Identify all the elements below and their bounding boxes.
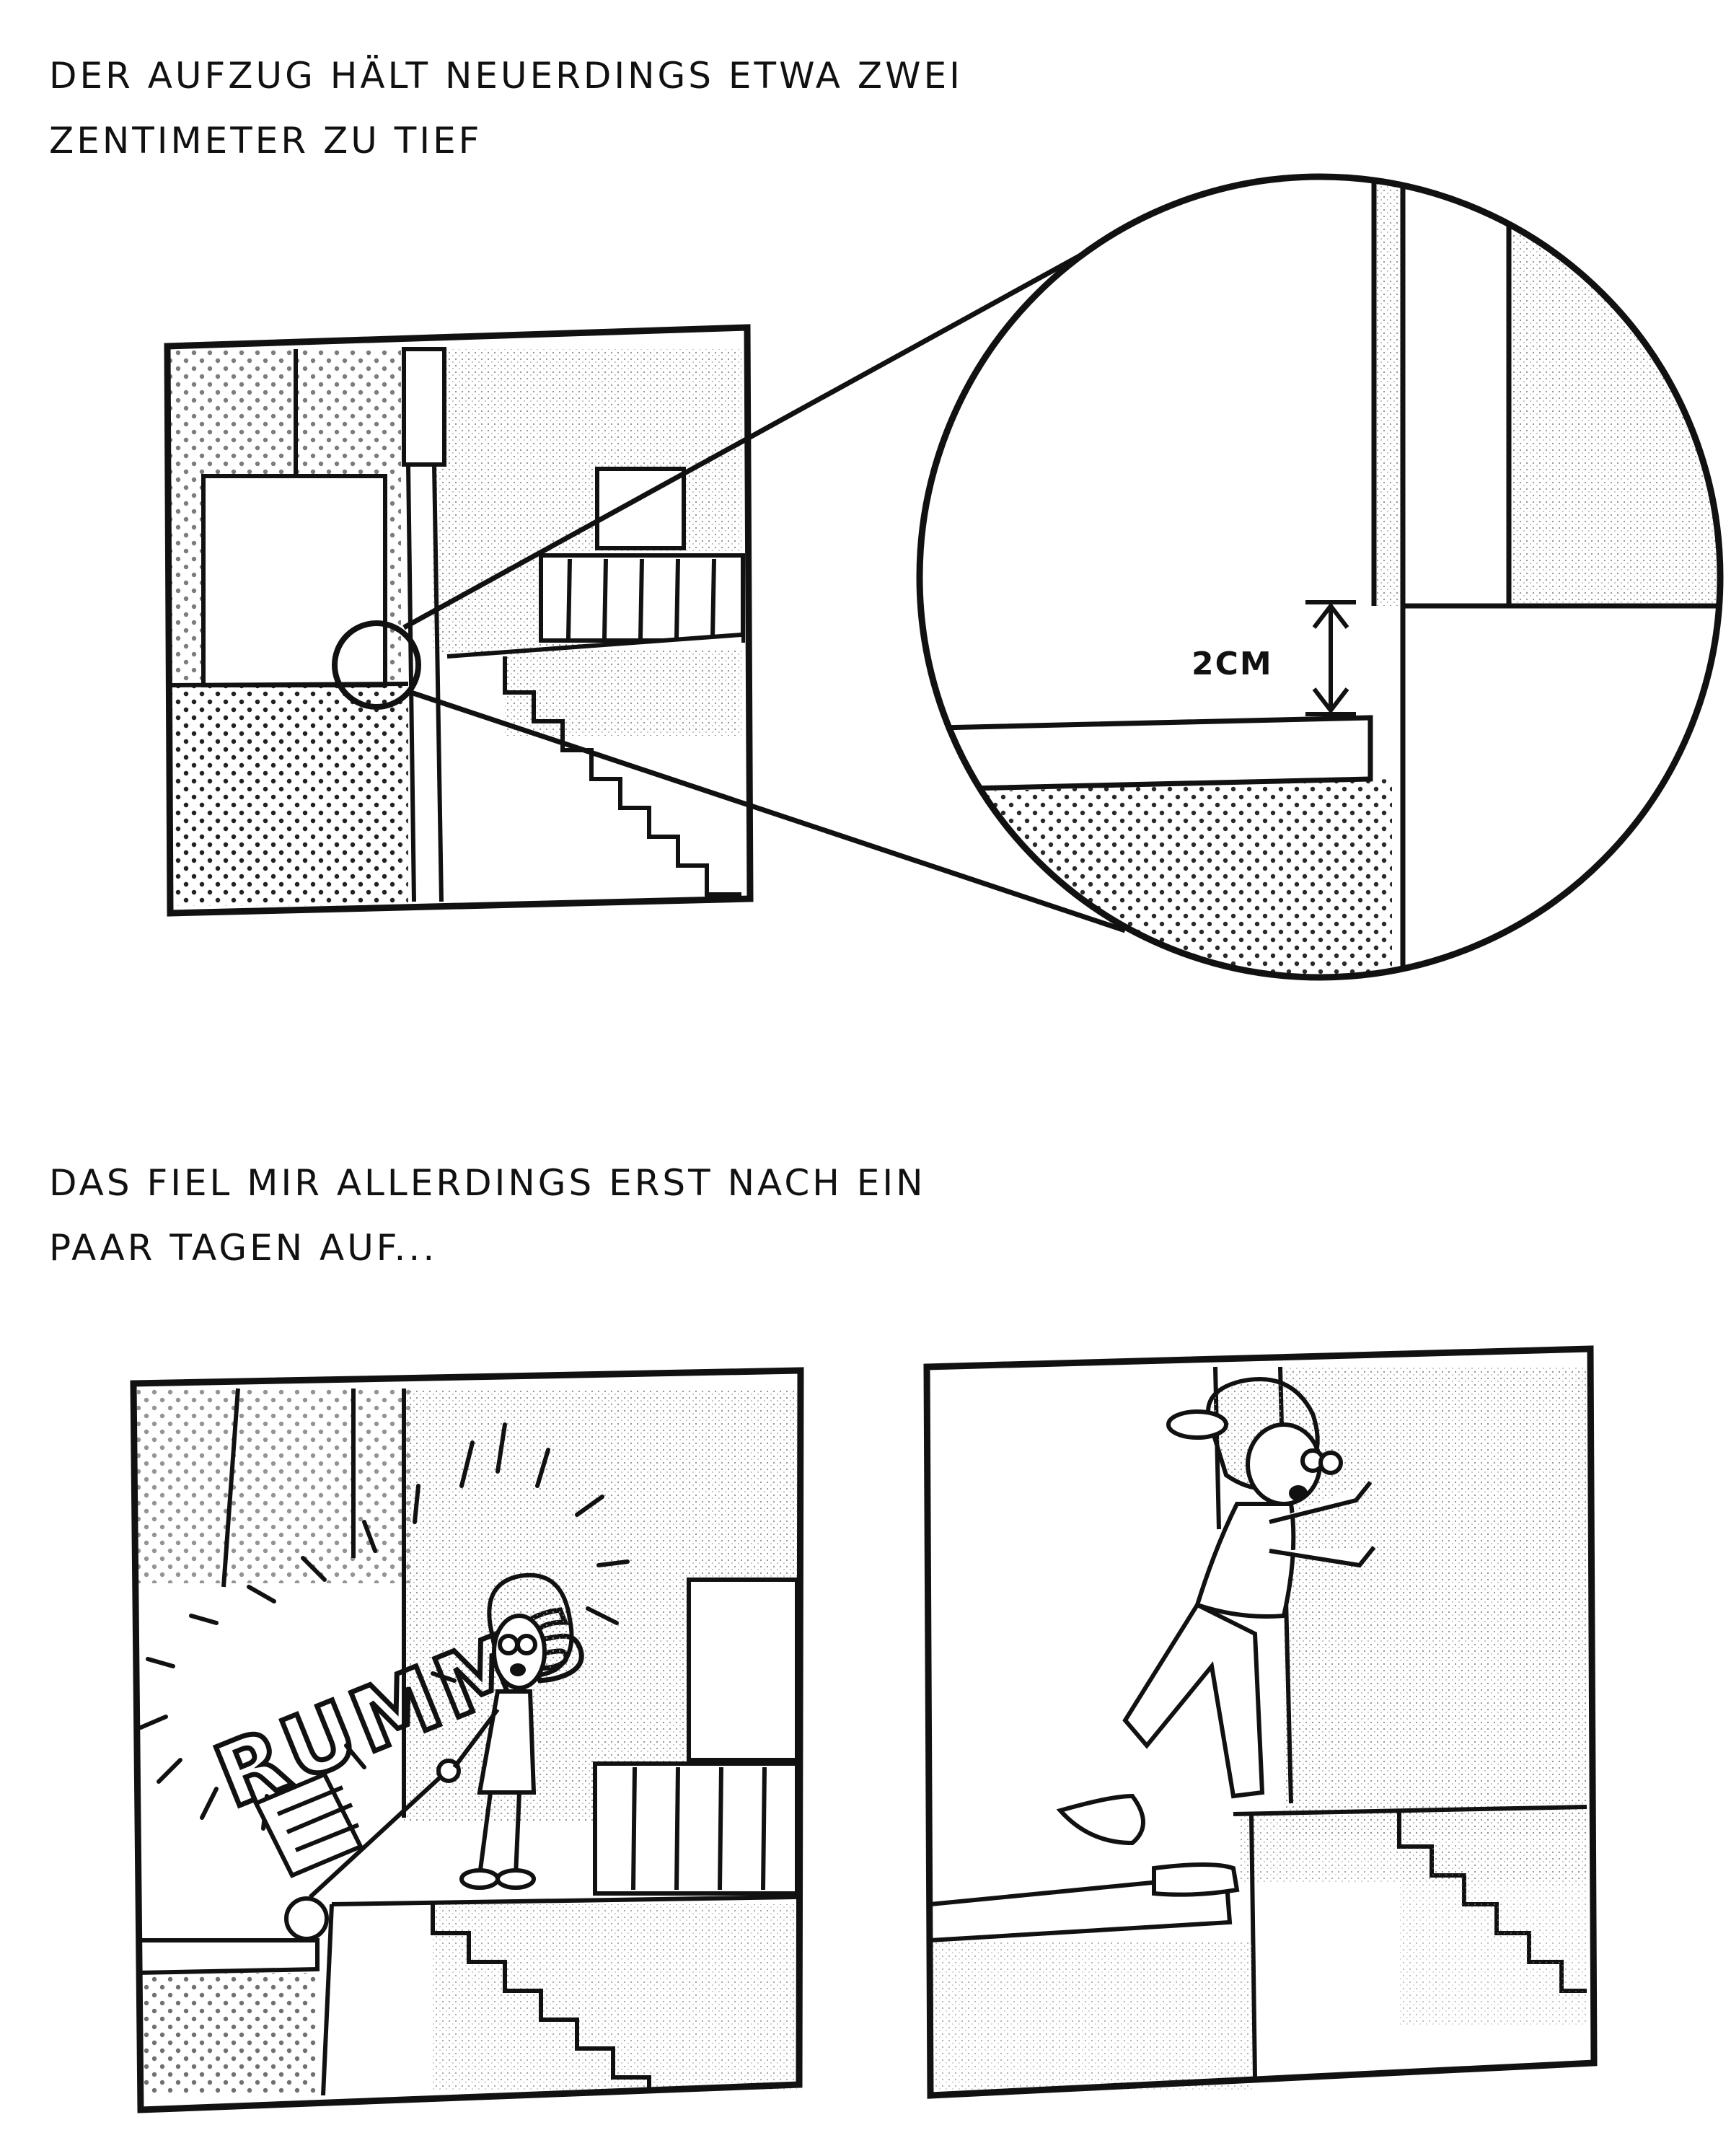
panel-1-elevator-door (201, 474, 387, 687)
panel-1-frame (164, 324, 754, 917)
caption-middle-line1: DAS FIEL MIR ALLERDINGS ERST NACH EIN (49, 1162, 926, 1204)
measurement-label: 2CM (1192, 646, 1273, 682)
panel-2-frame (130, 1367, 804, 2113)
shopping-cart (252, 1759, 461, 1941)
panel-1-magnifier (332, 620, 421, 710)
panel-3-frame (923, 1345, 1598, 2099)
measurement-arrow (1305, 600, 1356, 716)
panel-2: RUMMS (130, 1367, 804, 2113)
panel-2-railing (593, 1761, 799, 1896)
panel-2-stairs (431, 1904, 651, 2092)
caption-top-line1: DER AUFZUG HÄLT NEUERDINGS ETWA ZWEI (49, 55, 963, 97)
caption-middle: DAS FIEL MIR ALLERDINGS ERST NACH EIN PA… (49, 1150, 925, 1280)
woman-with-cart (452, 1572, 574, 1890)
caption-top-line2: ZENTIMETER ZU TIEF (49, 120, 483, 162)
panel-1-stairs (503, 656, 741, 897)
zoom-line-bottom (410, 690, 1127, 933)
zoom-line-top (402, 228, 1127, 630)
zoom-circle-outline (916, 173, 1724, 981)
panel-1-railing (539, 553, 745, 643)
caption-middle-line2: PAAR TAGEN AUF... (49, 1227, 438, 1269)
panel-1 (164, 324, 754, 917)
caption-top: DER AUFZUG HÄLT NEUERDINGS ETWA ZWEI ZEN… (49, 43, 963, 173)
panel-3 (923, 1345, 1598, 2099)
stumbling-woman (1056, 1377, 1376, 1897)
